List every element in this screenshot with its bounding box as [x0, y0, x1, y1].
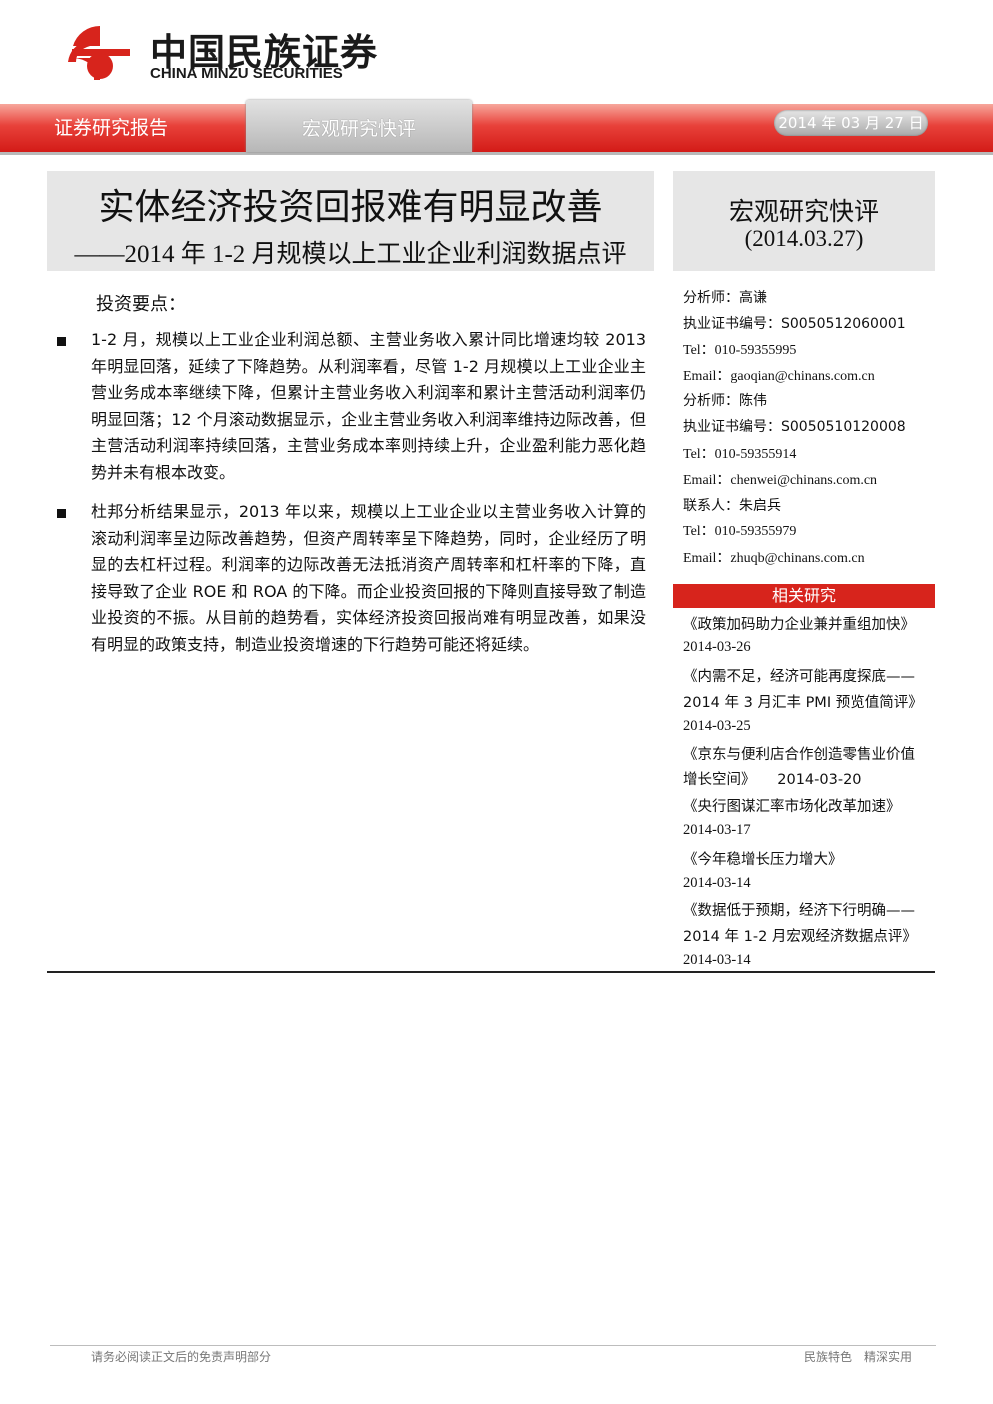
footer-disclaimer: 请务必阅读正文后的免责声明部分 [91, 1350, 272, 1364]
related-item: 《京东与便利店合作创造零售业价值 [683, 747, 915, 763]
related-item: 2014 年 3 月汇丰 PMI 预览值简评》 [683, 695, 923, 711]
related-item: 《今年稳增长压力增大》 [683, 852, 843, 868]
related-research-heading: 相关研究 [673, 584, 935, 608]
logo-mark-icon [68, 25, 130, 80]
content-divider [47, 971, 935, 973]
side-title: 宏观研究快评 [728, 197, 879, 226]
related-item: 《数据低于预期，经济下行明确—— [683, 903, 915, 919]
analyst-line: Email：chenwei@chinans.com.cn [683, 473, 878, 488]
logo-text-en: CHINA MINZU SECURITIES [150, 65, 343, 82]
side-title-date: (2014.03.27) [744, 226, 864, 251]
key-points-heading: 投资要点： [96, 294, 186, 315]
analyst-line: 执业证书编号：S0050512060001 [683, 316, 906, 332]
key-point-paragraph-2: 杜邦分析结果显示，2013 年以来，规模以上工业企业以主营业务收入计算的滚动利润… [91, 502, 646, 654]
bullet-square-icon [57, 509, 66, 518]
related-item: 《央行图谋汇率市场化改革加速》 [683, 799, 901, 815]
report-category-label: 证券研究报告 [54, 117, 169, 139]
related-date: 2014-03-26 [683, 639, 751, 655]
related-item: 增长空间》 2014-03-20 [683, 772, 862, 788]
analyst-line: Tel：010-59355995 [683, 343, 797, 358]
logo-text-cn: 中国民族证券 [150, 31, 378, 74]
key-point-paragraph-1: 1-2 月，规模以上工业企业利润总额、主营业务收入累计同比增速均较 2013 年… [91, 330, 646, 482]
company-logo: 中国民族证券 CHINA MINZU SECURITIES [60, 22, 400, 84]
bullet-square-icon [57, 337, 66, 346]
report-type-label: 宏观研究快评 [301, 118, 416, 140]
report-subtitle-text: ——2014 年 1-2 月规模以上工业企业利润数据点评 [74, 241, 627, 268]
related-date: 2014-03-17 [683, 822, 751, 838]
related-item: 2014 年 1-2 月宏观经济数据点评》 [683, 929, 917, 945]
analyst-line: 联系人：朱启兵 [683, 498, 781, 514]
title-box [47, 171, 654, 271]
related-date: 2014-03-25 [683, 718, 751, 734]
report-type-tab: 宏观研究快评 [246, 100, 472, 152]
analyst-line: Tel：010-59355979 [683, 524, 797, 539]
analyst-line: Tel：010-59355914 [683, 447, 797, 462]
footer-slogan: 民族特色 精深实用 [804, 1350, 913, 1364]
analyst-line: Email：gaoqian@chinans.com.cn [683, 369, 875, 384]
related-item: 《内需不足，经济可能再度探底—— [683, 669, 915, 685]
analyst-line: 执业证书编号：S0050510120008 [683, 419, 906, 435]
header-band-shadow [0, 152, 993, 155]
related-date: 2014-03-14 [683, 952, 751, 968]
analyst-line: 分析师：陈伟 [683, 393, 767, 409]
report-date-badge: 2014 年 03 月 27 日 [774, 110, 928, 136]
side-title-box [673, 171, 935, 271]
footer-divider [50, 1345, 936, 1346]
related-item: 《政策加码助力企业兼并重组加快》 [683, 617, 915, 633]
analyst-line: 分析师：高谦 [683, 290, 767, 306]
related-date: 2014-03-14 [683, 875, 751, 891]
report-subtitle: ——2014 年 1-2 月规模以上工业企业利润数据点评 [47, 234, 654, 270]
analyst-line: Email：zhuqb@chinans.com.cn [683, 551, 865, 566]
report-title: 实体经济投资回报难有明显改善 [98, 187, 603, 228]
